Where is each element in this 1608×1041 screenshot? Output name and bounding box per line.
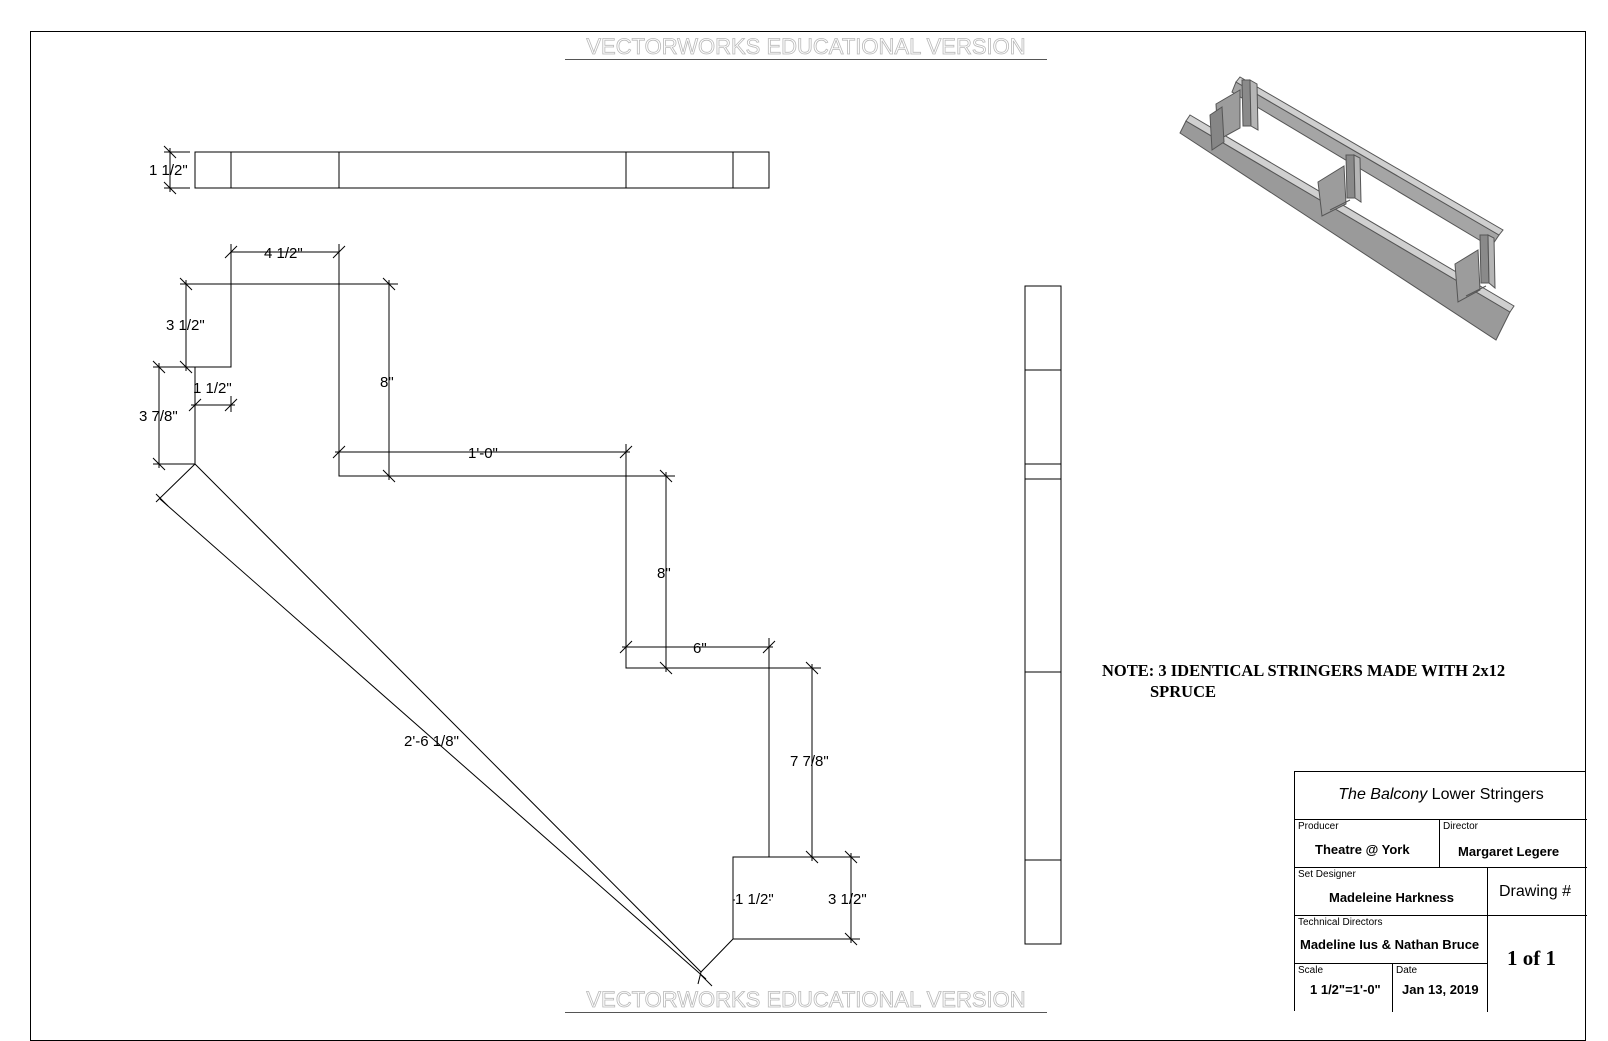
scale-value: 1 1/2"=1'-0" <box>1310 982 1381 997</box>
dim-riser-1 <box>339 277 398 483</box>
heel-height-label: 3 7/8" <box>139 408 178 425</box>
drawing-title: Lower Stringers <box>1431 786 1544 803</box>
title-block-title: The Balcony Lower Stringers <box>1295 772 1587 820</box>
foot-height-label: 3 1/2" <box>828 891 867 908</box>
tread-2-label: 6" <box>693 640 707 657</box>
director-label: Director <box>1443 821 1479 832</box>
construction-note: NOTE: 3 IDENTICAL STRINGERS MADE WITH 2x… <box>1102 660 1572 702</box>
dim-heel-height <box>152 360 195 471</box>
technical-directors-value: Madeline Ius & Nathan Bruce <box>1300 937 1480 952</box>
director-value: Margaret Legere <box>1458 844 1560 859</box>
title-block: The Balcony Lower Stringers Producer The… <box>1294 771 1587 1012</box>
producer-cell: Producer Theatre @ York <box>1295 820 1440 868</box>
edge-view-board <box>1024 285 1062 945</box>
producer-value: Theatre @ York <box>1315 842 1410 857</box>
director-cell: Director Margaret Legere <box>1440 820 1587 868</box>
drawing-number-label-cell: Drawing # <box>1488 868 1587 916</box>
isometric-assembly-view <box>1179 76 1515 341</box>
dim-foot-height <box>733 850 860 946</box>
watermark-top: VECTORWORKS EDUCATIONAL VERSION <box>565 34 1047 60</box>
dim-riser-2 <box>626 469 675 675</box>
top-view-board <box>163 145 770 195</box>
riser-2-label: 8" <box>657 565 671 582</box>
foot-width-label: 1 1/2" <box>735 891 774 908</box>
dim-tread-2 <box>619 638 776 668</box>
dim-diagonal <box>155 463 713 987</box>
drawing-number-label: Drawing # <box>1499 883 1572 900</box>
heel-width-label: 1 1/2" <box>193 380 232 397</box>
riser-3-label: 7 7/8" <box>790 753 829 770</box>
date-label: Date <box>1396 965 1418 976</box>
top-tread-label: 4 1/2" <box>264 245 303 262</box>
technical-directors-label: Technical Directors <box>1298 917 1383 928</box>
dim-top-tread <box>224 244 346 284</box>
note-line-1: NOTE: 3 IDENTICAL STRINGERS MADE WITH 2x… <box>1102 661 1506 680</box>
watermark-bottom: VECTORWORKS EDUCATIONAL VERSION <box>565 987 1047 1013</box>
top-thickness-label: 1 1/2" <box>149 162 188 179</box>
sheet-number-cell: 1 of 1 <box>1488 916 1587 1012</box>
scale-label: Scale <box>1298 965 1324 976</box>
tread-1-label: 1'-0" <box>468 445 498 462</box>
show-title: The Balcony <box>1338 786 1428 803</box>
stringer-profile <box>194 283 770 973</box>
note-line-2: SPRUCE <box>1150 682 1217 701</box>
riser-1-label: 8" <box>380 374 394 391</box>
set-designer-label: Set Designer <box>1298 869 1356 880</box>
date-cell: Date Jan 13, 2019 <box>1393 964 1488 1012</box>
sheet-number: 1 of 1 <box>1507 946 1556 970</box>
set-designer-cell: Set Designer Madeleine Harkness <box>1295 868 1488 916</box>
scale-cell: Scale 1 1/2"=1'-0" <box>1295 964 1393 1012</box>
dim-heel-width <box>188 396 238 412</box>
technical-directors-cell: Technical Directors Madeline Ius & Natha… <box>1295 916 1488 964</box>
producer-label: Producer <box>1298 821 1339 832</box>
dim-tread-1 <box>332 444 633 476</box>
set-designer-value: Madeleine Harkness <box>1329 890 1455 905</box>
date-value: Jan 13, 2019 <box>1402 982 1479 997</box>
diagonal-label: 2'-6 1/8" <box>404 733 459 750</box>
top-riser-label: 3 1/2" <box>166 317 205 334</box>
